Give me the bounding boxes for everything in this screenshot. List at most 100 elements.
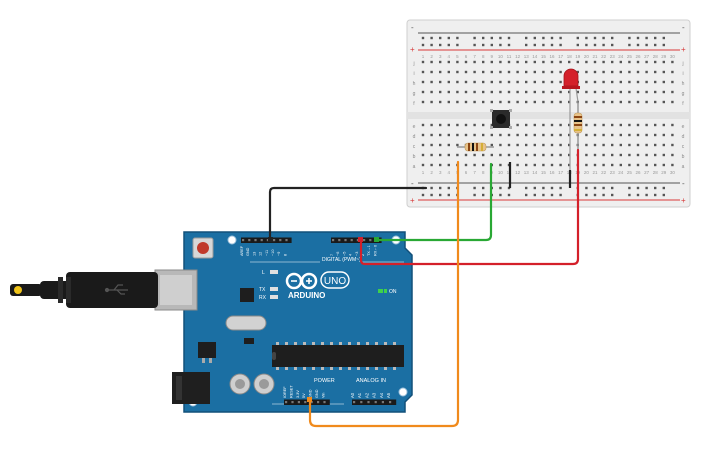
breadboard-hole[interactable]: [482, 60, 485, 64]
breadboard-hole[interactable]: [645, 60, 648, 64]
rail-hole[interactable]: [593, 193, 597, 197]
breadboard-hole[interactable]: [499, 143, 502, 147]
rail-hole[interactable]: [439, 193, 442, 197]
breadboard-hole[interactable]: [568, 143, 571, 147]
breadboard-hole[interactable]: [464, 123, 468, 127]
breadboard-hole[interactable]: [533, 70, 536, 74]
breadboard-hole[interactable]: [654, 60, 657, 64]
breadboard-hole[interactable]: [550, 143, 554, 147]
breadboard-hole[interactable]: [533, 153, 536, 157]
wire-5v[interactable]: [308, 160, 460, 428]
breadboard-hole[interactable]: [654, 163, 657, 167]
breadboard-hole[interactable]: [525, 90, 528, 94]
breadboard-hole[interactable]: [619, 90, 622, 94]
header-pin[interactable]: [356, 239, 359, 242]
breadboard-hole[interactable]: [499, 133, 502, 137]
breadboard-hole[interactable]: [525, 123, 528, 127]
rail-hole[interactable]: [593, 186, 597, 190]
breadboard-hole[interactable]: [542, 60, 545, 64]
rail-hole[interactable]: [473, 186, 476, 190]
breadboard-hole[interactable]: [490, 70, 493, 74]
breadboard-hole[interactable]: [525, 60, 528, 64]
breadboard-hole[interactable]: [654, 70, 657, 74]
breadboard-hole[interactable]: [671, 80, 674, 84]
breadboard-hole[interactable]: [473, 80, 476, 84]
breadboard-hole[interactable]: [636, 123, 640, 127]
breadboard-hole[interactable]: [662, 60, 665, 64]
breadboard-hole[interactable]: [507, 90, 511, 94]
breadboard-hole[interactable]: [568, 60, 571, 64]
breadboard-hole[interactable]: [585, 133, 588, 137]
breadboard-hole[interactable]: [456, 100, 459, 104]
breadboard-hole[interactable]: [430, 133, 433, 137]
rail-hole[interactable]: [550, 186, 554, 190]
breadboard-hole[interactable]: [645, 70, 648, 74]
rail-hole[interactable]: [550, 193, 554, 197]
breadboard-hole[interactable]: [602, 123, 605, 127]
breadboard-hole[interactable]: [619, 80, 622, 84]
breadboard-hole[interactable]: [611, 163, 614, 167]
header-pin[interactable]: [374, 401, 377, 404]
breadboard-hole[interactable]: [533, 143, 536, 147]
rail-hole[interactable]: [430, 186, 433, 190]
breadboard-hole[interactable]: [499, 163, 502, 167]
breadboard-hole[interactable]: [430, 70, 433, 74]
header-pin[interactable]: [291, 401, 294, 404]
breadboard-hole[interactable]: [516, 123, 519, 127]
header-pin[interactable]: [304, 401, 307, 404]
breadboard-hole[interactable]: [662, 153, 665, 157]
breadboard-hole[interactable]: [645, 133, 648, 137]
rail-hole[interactable]: [662, 193, 665, 197]
header-pin[interactable]: [389, 401, 392, 404]
breadboard-hole[interactable]: [576, 60, 579, 64]
breadboard-hole[interactable]: [593, 100, 597, 104]
rail-hole[interactable]: [447, 43, 450, 47]
rail-hole[interactable]: [662, 36, 665, 40]
breadboard-hole[interactable]: [662, 70, 665, 74]
breadboard-hole[interactable]: [533, 60, 536, 64]
breadboard-hole[interactable]: [439, 163, 442, 167]
breadboard-hole[interactable]: [585, 123, 588, 127]
breadboard-hole[interactable]: [628, 133, 631, 137]
breadboard-hole[interactable]: [456, 133, 459, 137]
breadboard-hole[interactable]: [628, 80, 631, 84]
breadboard-hole[interactable]: [490, 123, 493, 127]
breadboard-hole[interactable]: [662, 143, 665, 147]
rail-hole[interactable]: [533, 193, 536, 197]
rail-hole[interactable]: [585, 186, 588, 190]
breadboard-hole[interactable]: [430, 143, 433, 147]
rail-hole[interactable]: [662, 186, 665, 190]
breadboard-hole[interactable]: [662, 100, 665, 104]
breadboard-hole[interactable]: [421, 60, 425, 64]
breadboard-hole[interactable]: [671, 133, 674, 137]
breadboard-hole[interactable]: [473, 60, 476, 64]
breadboard-hole[interactable]: [636, 60, 640, 64]
header-pin[interactable]: [338, 239, 341, 242]
rail-hole[interactable]: [499, 36, 502, 40]
rail-hole[interactable]: [507, 36, 511, 40]
rail-hole[interactable]: [499, 186, 502, 190]
breadboard-hole[interactable]: [593, 133, 597, 137]
breadboard-hole[interactable]: [550, 60, 554, 64]
breadboard-hole[interactable]: [507, 143, 511, 147]
breadboard-hole[interactable]: [542, 123, 545, 127]
breadboard-hole[interactable]: [619, 100, 622, 104]
breadboard-hole[interactable]: [628, 100, 631, 104]
breadboard-hole[interactable]: [593, 143, 597, 147]
rail-hole[interactable]: [559, 36, 562, 40]
breadboard-hole[interactable]: [473, 90, 476, 94]
breadboard-hole[interactable]: [456, 143, 459, 147]
rail-hole[interactable]: [628, 193, 631, 197]
breadboard-hole[interactable]: [439, 100, 442, 104]
breadboard-hole[interactable]: [542, 163, 545, 167]
breadboard-hole[interactable]: [636, 153, 640, 157]
breadboard-hole[interactable]: [482, 90, 485, 94]
rail-hole[interactable]: [473, 36, 476, 40]
breadboard-hole[interactable]: [611, 90, 614, 94]
rail-hole[interactable]: [490, 43, 493, 47]
breadboard-hole[interactable]: [439, 123, 442, 127]
header-pin[interactable]: [266, 239, 269, 242]
breadboard-hole[interactable]: [421, 163, 425, 167]
rail-hole[interactable]: [576, 36, 579, 40]
breadboard-hole[interactable]: [636, 100, 640, 104]
